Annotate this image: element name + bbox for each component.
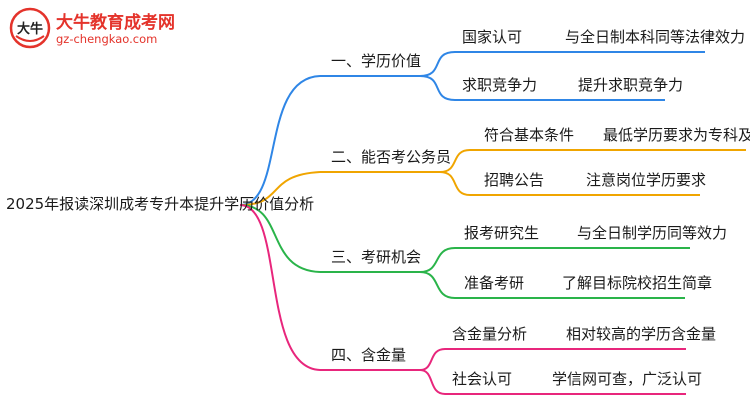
logo-badge-icon: 大牛 [9, 7, 51, 49]
connector-b4-c1 [419, 348, 446, 371]
branch-label-4: 四、含金量 [331, 346, 407, 364]
child-desc-3-2: 了解目标院校招生简章 [562, 274, 713, 292]
site-logo[interactable]: 大牛 大牛教育成考网 gz-chengkao.com [8, 6, 208, 56]
child-name-4-1: 含金量分析 [452, 325, 528, 343]
root-topic: 2025年报读深圳成考专升本提升学历价值分析 [6, 195, 315, 213]
child-name-2-1: 符合基本条件 [484, 126, 575, 144]
connector-b3-c1 [419, 247, 456, 273]
child-name-3-2: 准备考研 [464, 274, 525, 292]
child-desc-2-2: 注意岗位学历要求 [586, 171, 707, 189]
connector-root-branch-3 [239, 204, 321, 273]
child-name-1-2: 求职竞争力 [462, 76, 538, 94]
connector-b4-c2 [419, 369, 446, 395]
child-name-3-1: 报考研究生 [464, 224, 540, 242]
connector-root-branch-1 [239, 75, 321, 206]
child-name-2-2: 招聘公告 [484, 171, 545, 189]
child-name-1-1: 国家认可 [462, 28, 523, 46]
branch-label-3: 三、考研机会 [331, 248, 422, 266]
child-desc-4-2: 学信网可查，广泛认可 [552, 370, 703, 388]
child-desc-1-2: 提升求职竞争力 [578, 76, 684, 94]
logo-url: gz-chengkao.com [56, 32, 158, 46]
child-desc-4-1: 相对较高的学历含金量 [566, 325, 717, 343]
connector-b2-c1 [439, 149, 471, 173]
branch-label-2: 二、能否考公务员 [331, 148, 452, 166]
connector-b3-c2 [419, 271, 456, 299]
child-desc-2-1: 最低学历要求为专科及以上 [603, 126, 750, 144]
child-name-4-2: 社会认可 [452, 370, 513, 388]
connector-b1-c2 [419, 75, 456, 101]
connector-root-branch-2 [239, 171, 321, 206]
branch-label-1: 一、学历价值 [331, 52, 422, 70]
logo-badge-text: 大牛 [17, 21, 43, 37]
child-desc-3-1: 与全日制学历同等效力 [577, 224, 728, 242]
connector-root-branch-4 [239, 204, 321, 371]
logo-title: 大牛教育成考网 [56, 13, 175, 33]
child-desc-1-1: 与全日制本科同等法律效力 [565, 28, 746, 46]
connector-b1-c1 [419, 51, 456, 77]
connector-b2-c2 [439, 171, 471, 196]
